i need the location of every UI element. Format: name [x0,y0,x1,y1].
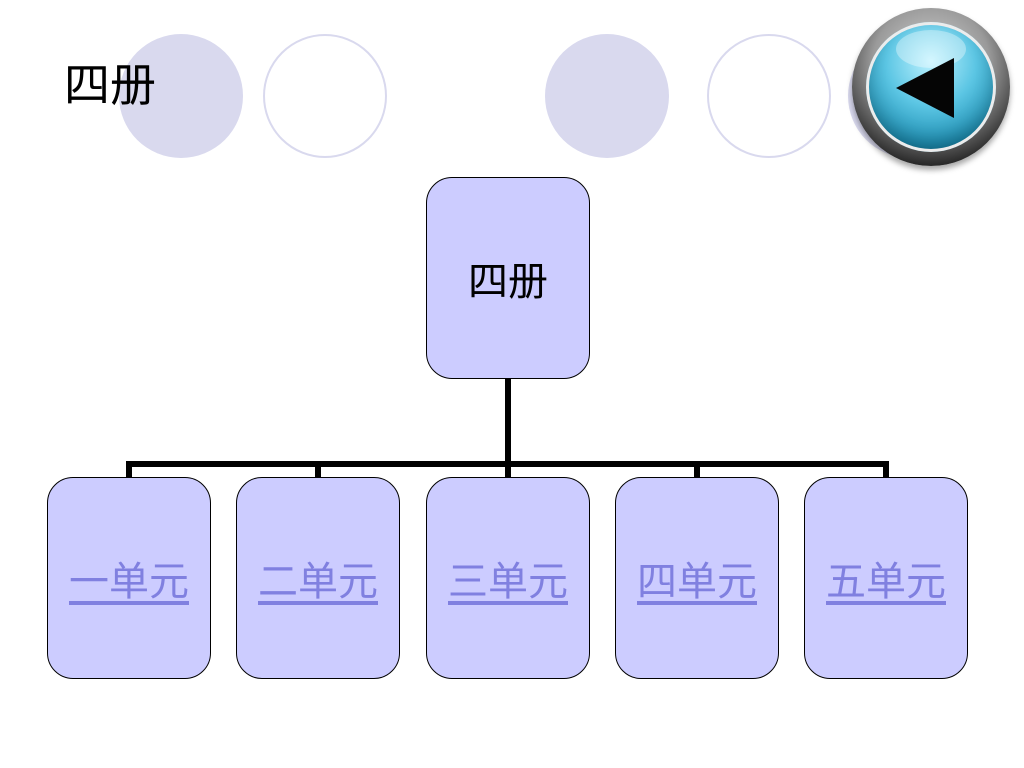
unit-link-5[interactable]: 五单元 [826,559,946,605]
decor-circle-outline [707,34,831,158]
back-arrow-icon [896,58,954,118]
unit-node-5: 五单元 [804,477,968,679]
unit-node-3: 三单元 [426,477,590,679]
unit-link-2[interactable]: 二单元 [258,559,378,605]
unit-link-3[interactable]: 三单元 [448,559,568,605]
decor-circle-filled [545,34,669,158]
unit-link-4[interactable]: 四单元 [637,559,757,605]
unit-link-1[interactable]: 一单元 [69,559,189,605]
decor-circle-outline [263,34,387,158]
page-title: 四册 [64,58,156,112]
org-chart-root-node: 四册 [426,177,590,379]
back-button[interactable] [852,8,1010,166]
back-button-face [866,22,996,152]
root-node-label: 四册 [468,259,548,305]
decor-circle-filled [119,34,243,158]
unit-node-2: 二单元 [236,477,400,679]
unit-node-1: 一单元 [47,477,211,679]
unit-node-4: 四单元 [615,477,779,679]
